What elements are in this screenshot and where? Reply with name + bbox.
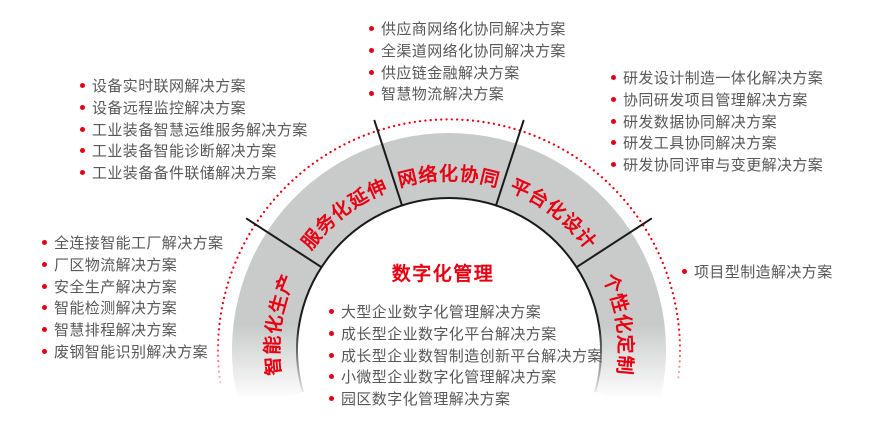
list-item: 智慧物流解决方案 [369, 83, 566, 105]
list-item-label: 成长型企业数智制造创新平台解决方案 [341, 347, 603, 365]
list-item: 研发设计制造一体化解决方案 [611, 67, 823, 89]
bullet-icon [42, 240, 47, 246]
list-item-label: 研发设计制造一体化解决方案 [623, 70, 824, 88]
list-personalized-customization: 项目型制造解决方案 [682, 261, 833, 283]
list-item-label: 设备实时联网解决方案 [92, 78, 247, 96]
list-item-label: 智慧排程解决方案 [54, 322, 178, 340]
bullet-icon [611, 75, 616, 81]
list-item-label: 废钢智能识别解决方案 [54, 343, 209, 361]
bullet-icon [611, 140, 616, 146]
list-item-label: 安全生产解决方案 [54, 278, 178, 296]
segment-dividers [245, 119, 653, 269]
list-item-label: 园区数字化管理解决方案 [341, 391, 511, 409]
list-item-label: 小微型企业数字化管理解决方案 [341, 369, 557, 387]
bullet-icon [80, 105, 85, 111]
list-item: 研发协同评审与变更解决方案 [611, 154, 823, 176]
list-item-label: 研发数据协同解决方案 [623, 113, 778, 131]
list-item: 园区数字化管理解决方案 [329, 388, 603, 410]
list-item-label: 厂区物流解决方案 [54, 257, 178, 275]
list-item: 大型企业数字化管理解决方案 [329, 301, 603, 323]
divider-line [575, 217, 653, 269]
divider-line [495, 119, 525, 207]
list-item: 研发工具协同解决方案 [611, 132, 823, 154]
bullet-icon [329, 352, 334, 358]
bullet-icon [42, 283, 47, 289]
list-service-extension: 设备实时联网解决方案 设备远程监控解决方案 工业装备智慧运维服务解决方案 工业装… [80, 75, 308, 183]
list-item-label: 工业装备智慧运维服务解决方案 [92, 121, 308, 139]
list-intelligent-production: 全连接智能工厂解决方案 厂区物流解决方案 安全生产解决方案 智能检测解决方案 智… [42, 232, 223, 362]
list-item-label: 项目型制造解决方案 [694, 264, 833, 282]
list-item-label: 全连接智能工厂解决方案 [54, 235, 224, 253]
list-item-label: 大型企业数字化管理解决方案 [341, 304, 542, 322]
list-item: 小微型企业数字化管理解决方案 [329, 366, 603, 388]
bullet-icon [369, 26, 374, 32]
list-item: 工业装备智能诊断解决方案 [80, 140, 308, 162]
list-item: 供应商网络化协同解决方案 [369, 18, 566, 40]
list-item-label: 智能检测解决方案 [54, 300, 178, 318]
list-digital-management: 大型企业数字化管理解决方案 成长型企业数字化平台解决方案 成长型企业数智制造创新… [329, 301, 603, 409]
divider-line [373, 119, 403, 207]
list-item-label: 供应商网络化协同解决方案 [381, 21, 566, 39]
bullet-icon [611, 162, 616, 168]
bullet-icon [369, 48, 374, 54]
list-item: 全渠道网络化协同解决方案 [369, 40, 566, 62]
list-item-label: 设备远程监控解决方案 [92, 100, 247, 118]
bullet-icon [682, 269, 687, 275]
bullet-icon [80, 148, 85, 154]
list-item-label: 研发协同评审与变更解决方案 [623, 157, 824, 175]
bullet-icon [80, 126, 85, 132]
list-item: 项目型制造解决方案 [682, 261, 833, 283]
list-item: 安全生产解决方案 [42, 275, 223, 297]
list-network-collaboration: 供应商网络化协同解决方案 全渠道网络化协同解决方案 供应链金融解决方案 智慧物流… [369, 18, 566, 105]
bullet-icon [329, 396, 334, 402]
bullet-icon [369, 69, 374, 75]
bullet-icon [329, 309, 334, 315]
center-title: 数字化管理 [391, 264, 495, 285]
ring-inner-edge [296, 197, 602, 393]
list-item: 供应链金融解决方案 [369, 61, 566, 83]
bullet-icon [80, 170, 85, 176]
bullet-icon [42, 305, 47, 311]
bullet-icon [42, 327, 47, 333]
bullet-icon [611, 118, 616, 124]
list-item: 全连接智能工厂解决方案 [42, 232, 223, 254]
list-item: 研发数据协同解决方案 [611, 110, 823, 132]
list-item: 工业装备智慧运维服务解决方案 [80, 118, 308, 140]
bullet-icon [80, 83, 85, 89]
bullet-icon [42, 348, 47, 354]
bullet-icon [611, 97, 616, 103]
list-item: 设备远程监控解决方案 [80, 97, 308, 119]
list-item: 厂区物流解决方案 [42, 254, 223, 276]
divider-line [245, 217, 323, 269]
ring-band [231, 133, 667, 410]
list-item: 设备实时联网解决方案 [80, 75, 308, 97]
bullet-icon [42, 262, 47, 268]
list-item: 智能检测解决方案 [42, 297, 223, 319]
list-item-label: 供应链金融解决方案 [381, 64, 520, 82]
list-item-label: 全渠道网络化协同解决方案 [381, 43, 566, 61]
list-item-label: 成长型企业数字化平台解决方案 [341, 326, 557, 344]
list-item: 废钢智能识别解决方案 [42, 340, 223, 362]
bullet-icon [369, 91, 374, 97]
list-item: 协同研发项目管理解决方案 [611, 89, 823, 111]
list-item: 智慧排程解决方案 [42, 319, 223, 341]
list-item: 成长型企业数智制造创新平台解决方案 [329, 344, 603, 366]
bullet-icon [329, 331, 334, 337]
list-item-label: 工业装备备件联储解决方案 [92, 165, 277, 183]
list-item-label: 研发工具协同解决方案 [623, 135, 778, 153]
list-item-label: 智慧物流解决方案 [381, 86, 505, 104]
list-platform-design: 研发设计制造一体化解决方案 协同研发项目管理解决方案 研发数据协同解决方案 研发… [611, 67, 823, 175]
list-item-label: 工业装备智能诊断解决方案 [92, 143, 277, 161]
bullet-icon [329, 374, 334, 380]
list-item: 成长型企业数字化平台解决方案 [329, 323, 603, 345]
list-item: 工业装备备件联储解决方案 [80, 162, 308, 184]
list-item-label: 协同研发项目管理解决方案 [623, 92, 808, 110]
